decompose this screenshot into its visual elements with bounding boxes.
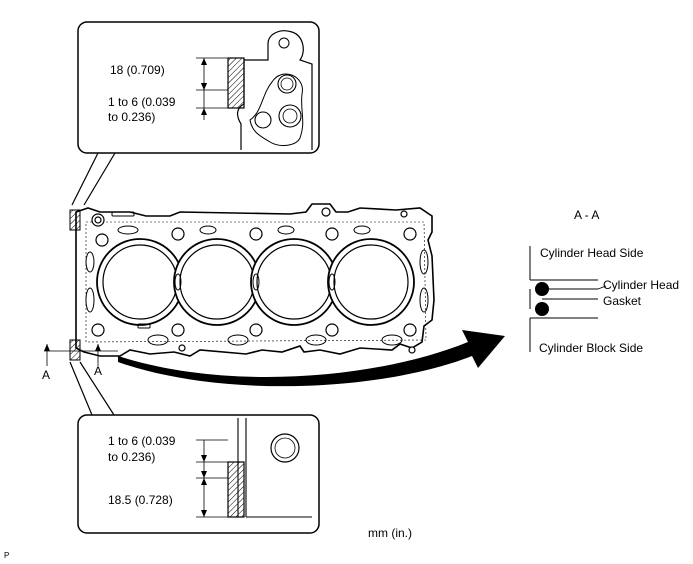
callout-top: 18 (0.709) 1 to 6 (0.039 to 0.236) xyxy=(71,21,320,206)
corner-mark: P xyxy=(4,551,9,560)
gasket-bolt-holes xyxy=(91,207,417,354)
section-bead-upper xyxy=(535,282,549,296)
callout-bottom-frame xyxy=(77,414,320,534)
gasket-marker-bottom xyxy=(69,339,81,361)
callout-bottom-dim-range-line1: 1 to 6 (0.039 xyxy=(108,434,176,448)
section-view-title: A - A xyxy=(574,208,599,222)
callout-top-dim-range-line2: to 0.236) xyxy=(108,110,155,124)
section-head-side-label: Cylinder Head Side xyxy=(540,246,644,260)
section-view-arrow xyxy=(118,330,505,387)
callout-bottom-gasket-section xyxy=(227,461,245,518)
section-bead-lower xyxy=(535,302,549,316)
callout-bottom-leader xyxy=(69,361,115,416)
gasket-marker-top xyxy=(69,209,81,231)
callout-bottom: 1 to 6 (0.039 to 0.236) 18.5 (0.728) xyxy=(69,361,320,534)
gasket-bores xyxy=(96,238,415,326)
section-gasket-label-line2: Gasket xyxy=(603,294,642,308)
callout-top-gasket-section xyxy=(227,57,245,109)
section-marker-right: A xyxy=(94,364,102,378)
callout-bottom-dim-height: 18.5 (0.728) xyxy=(108,493,173,507)
callout-top-dim-range-line1: 1 to 6 (0.039 xyxy=(108,95,176,109)
units-label: mm (in.) xyxy=(368,526,412,540)
cylinder-head-gasket xyxy=(69,203,435,361)
callout-top-casting xyxy=(237,30,313,150)
section-marker-left: A xyxy=(42,368,50,382)
section-gasket-label-line1: Cylinder Head xyxy=(603,278,679,292)
section-cut-markers: A A xyxy=(42,344,118,382)
section-block-side-label: Cylinder Block Side xyxy=(539,341,643,355)
section-view: A - A Cylinder Head Side Cylinder Block … xyxy=(529,208,679,355)
callout-top-leader xyxy=(71,152,116,206)
gasket-slots xyxy=(85,211,429,346)
callout-top-frame xyxy=(77,21,320,154)
callout-top-dim-height: 18 (0.709) xyxy=(110,63,165,77)
callout-bottom-dim-range-line2: to 0.236) xyxy=(108,450,155,464)
